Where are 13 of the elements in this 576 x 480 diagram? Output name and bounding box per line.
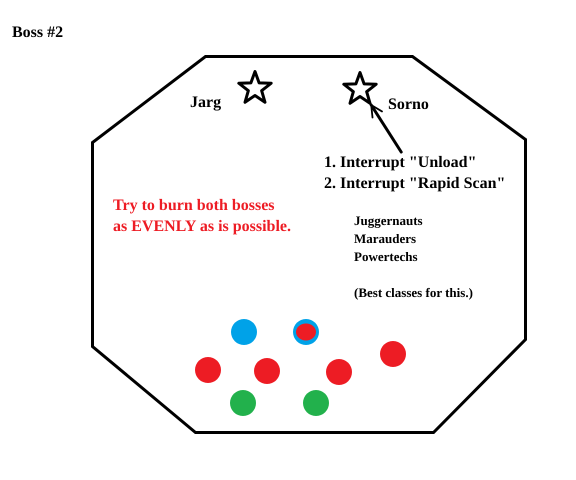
star-icon: [342, 70, 378, 105]
arena-outline: [91, 55, 527, 434]
arrow: [370, 104, 403, 154]
title: Boss #2: [12, 24, 64, 42]
name-label: Sorno: [388, 96, 429, 114]
note-text: (Best classes for this.): [354, 286, 473, 301]
star-icon: [237, 69, 273, 104]
class-name: Powertechs: [354, 250, 418, 265]
class-name: Marauders: [354, 232, 416, 247]
instruction-list: 1. Interrupt "Unload" 2. Interrupt "Rapid Scan": [324, 152, 506, 194]
note-text: Try to burn both bosses as EVENLY as is possible.: [113, 196, 291, 237]
name-label: Jarg: [190, 94, 222, 112]
class-name: Juggernauts: [354, 214, 423, 229]
